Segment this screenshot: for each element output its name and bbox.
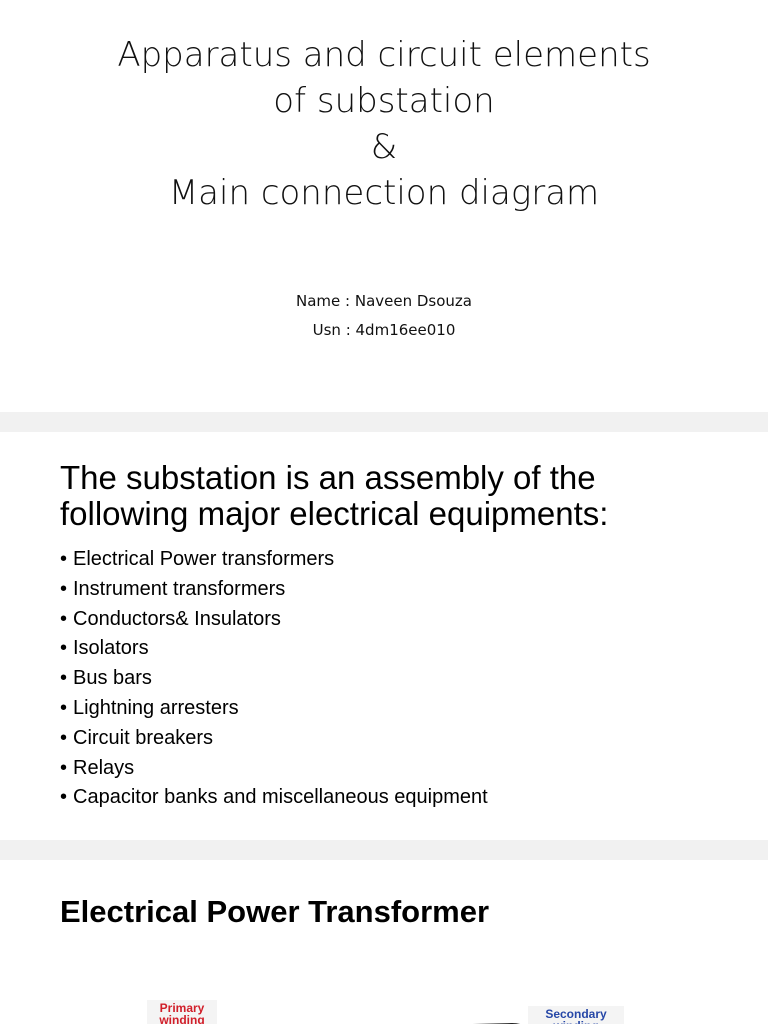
list-item: •Lightning arresters — [60, 694, 488, 724]
secondary-winding-label: Secondary winding — [528, 1006, 624, 1024]
slide-divider — [0, 412, 768, 432]
slide-divider — [0, 840, 768, 860]
bullet-icon: • — [60, 756, 68, 779]
list-item-text: Lightning arresters — [73, 696, 239, 719]
list-item-text: Bus bars — [73, 667, 152, 690]
title-slide: Apparatus and circuit elements of substa… — [0, 0, 768, 412]
list-item: •Electrical Power transformers — [60, 545, 488, 575]
title-line-4: Main connection diagram — [168, 173, 600, 213]
list-item: •Circuit breakers — [60, 724, 488, 754]
author-info: Name : Naveen Dsouza Usn : 4dm16ee010 — [0, 287, 768, 345]
bullet-icon: • — [60, 696, 68, 719]
transformer-heading: Electrical Power Transformer — [60, 894, 490, 929]
title-line-2: of substation — [273, 81, 495, 121]
bullet-icon: • — [60, 548, 68, 570]
transformer-core-graphic — [472, 1022, 521, 1024]
list-item: •Relays — [60, 754, 488, 784]
equipment-list: •Electrical Power transformers •Instrume… — [60, 545, 488, 813]
primary-winding-label: Primary winding — [147, 1000, 217, 1024]
list-item-text: Conductors& Insulators — [73, 607, 281, 630]
list-item: •Bus bars — [60, 664, 488, 694]
bullet-icon: • — [60, 577, 68, 600]
list-item: •Isolators — [60, 634, 488, 664]
transformer-diagram: Primary winding Secondary winding — [0, 992, 768, 1024]
equipment-heading: The substation is an assembly of the fol… — [60, 460, 740, 532]
bullet-icon: • — [60, 667, 68, 690]
transformer-slide: Electrical Power Transformer Primary win… — [0, 860, 768, 1024]
list-item-text: Isolators — [73, 637, 149, 660]
bullet-icon: • — [60, 726, 68, 749]
list-item-text: Relays — [73, 756, 135, 779]
equipment-heading-line-2: following major electrical equipments: — [60, 495, 609, 532]
bullet-icon: • — [60, 637, 68, 660]
equipment-list-slide: The substation is an assembly of the fol… — [0, 432, 768, 840]
title-line-1: Apparatus and circuit elements — [117, 35, 651, 75]
equipment-heading-line-1: The substation is an assembly of the — [60, 459, 596, 496]
list-item: •Capacitor banks and miscellaneous equip… — [60, 783, 488, 813]
list-item: •Conductors& Insulators — [60, 605, 488, 635]
list-item-text: Circuit breakers — [73, 726, 214, 749]
bullet-icon: • — [60, 786, 68, 809]
author-name: Name : Naveen Dsouza — [296, 292, 472, 310]
list-item-text: Electrical Power transformers — [73, 548, 335, 570]
title-line-3: & — [370, 127, 398, 167]
bullet-icon: • — [60, 607, 68, 630]
author-usn: Usn : 4dm16ee010 — [312, 321, 456, 339]
list-item-text: Instrument transformers — [73, 577, 286, 600]
slide-title: Apparatus and circuit elements of substa… — [0, 32, 768, 216]
list-item: •Instrument transformers — [60, 575, 488, 605]
list-item-text: Capacitor banks and miscellaneous equipm… — [73, 786, 488, 809]
